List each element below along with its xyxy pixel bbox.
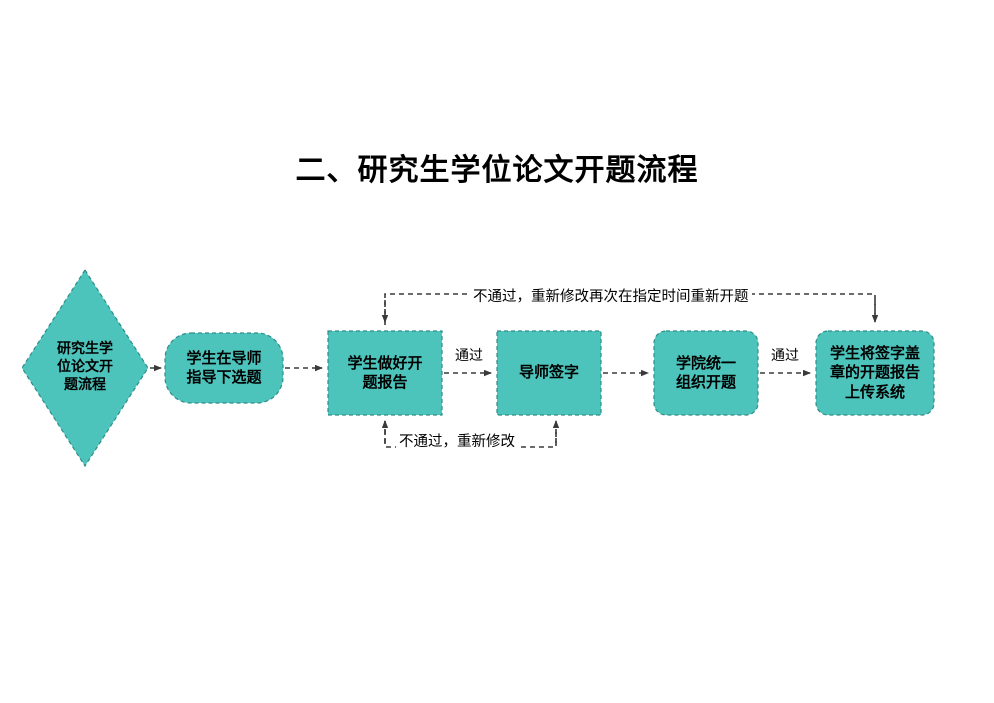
node-report-shape[interactable] <box>327 330 443 416</box>
node-sign-shape[interactable] <box>496 330 602 416</box>
edge-sign-to-report-loop <box>384 421 557 448</box>
node-upload-shape[interactable] <box>815 330 935 416</box>
edge-upload-to-report-loop <box>384 293 876 325</box>
node-topic-shape[interactable] <box>164 332 284 404</box>
node-start-shape[interactable] <box>21 268 149 468</box>
node-college-shape[interactable] <box>653 330 759 416</box>
page-title: 二、研究生学位论文开题流程 <box>295 153 699 188</box>
